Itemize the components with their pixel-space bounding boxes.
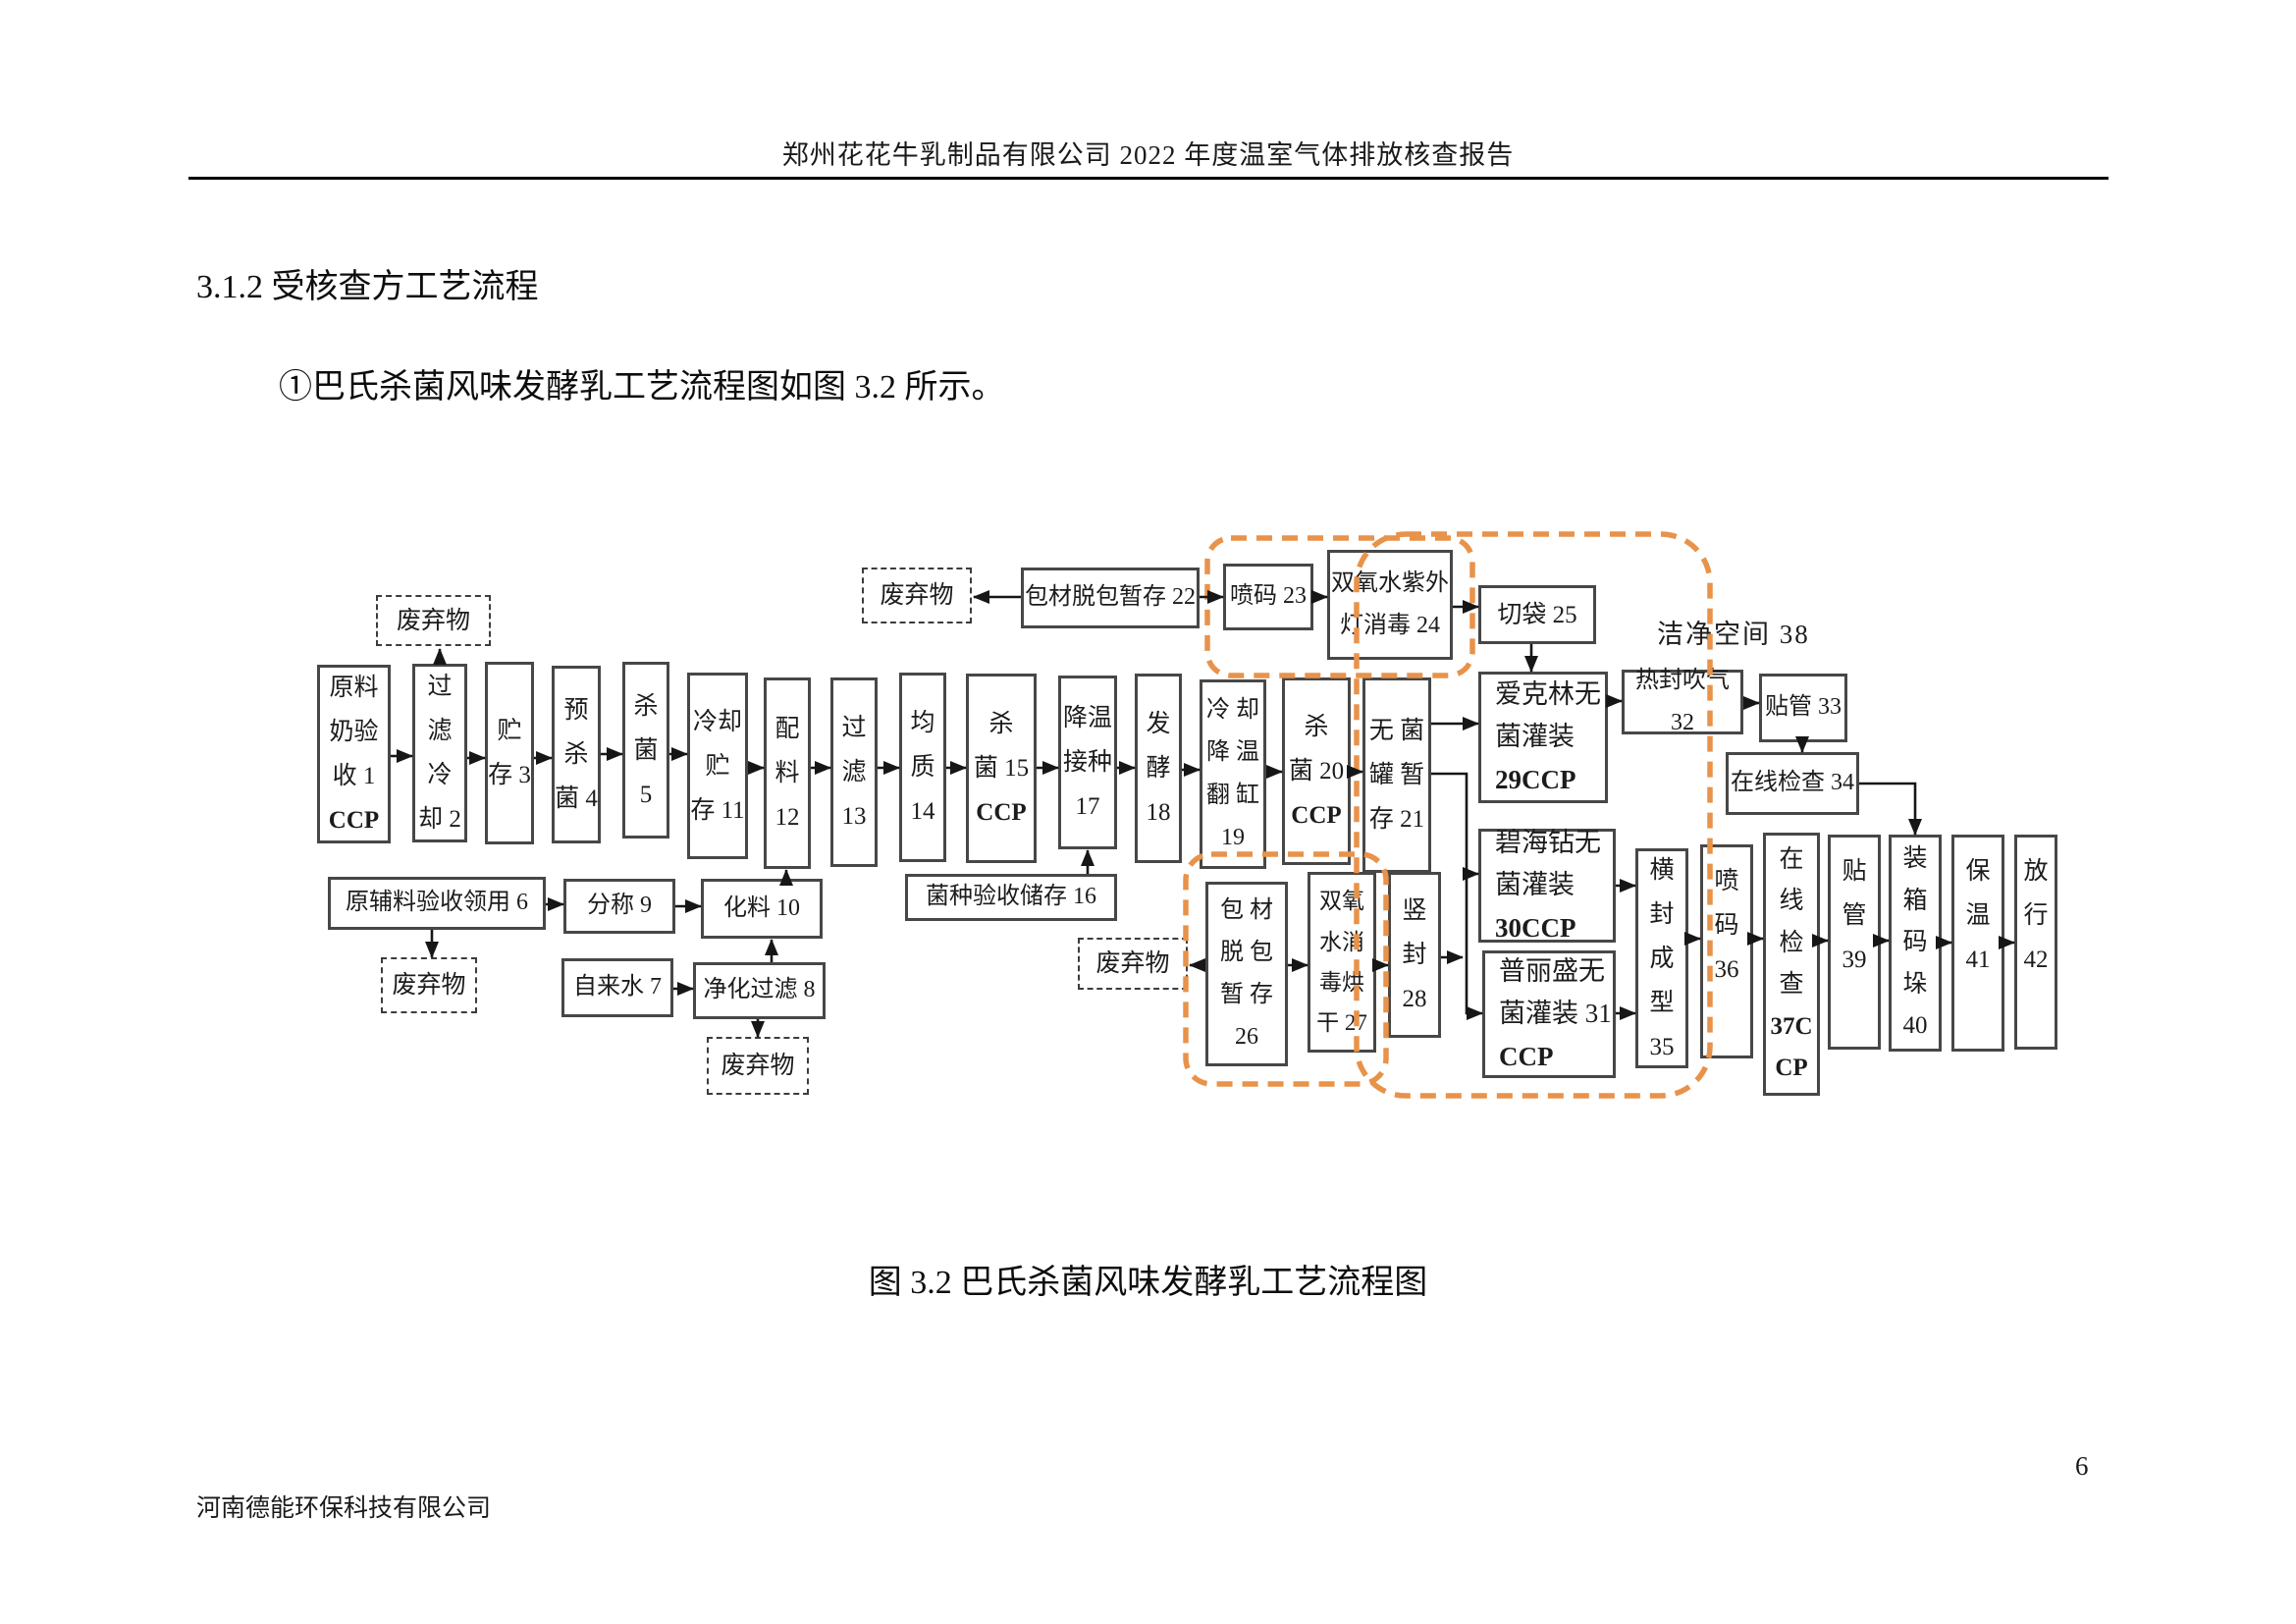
box-2-filter-cooling: 过滤冷却 2: [412, 664, 467, 842]
section-heading: 3.1.2 受核查方工艺流程: [196, 269, 539, 305]
page-number: 6: [2075, 1451, 2089, 1481]
box-33-straw-attach: 贴管 33: [1759, 674, 1847, 742]
waste-box-top-left: 废弃物: [376, 595, 491, 646]
box-10-material-dissolving: 化料 10: [701, 879, 823, 939]
waste-box-top-mid: 废弃物: [862, 568, 972, 623]
box-3-storage: 贮存 3: [485, 662, 534, 844]
box-22-packaging-unpacking-storage: 包材脱包暂存 22: [1021, 568, 1200, 628]
figure-caption: 图 3.2 巴氏杀菌风味发酵乳工艺流程图: [868, 1265, 1428, 1301]
box-6-ingredient-acceptance-issue: 原辅料验收领用 6: [328, 877, 546, 930]
header-rule: [188, 177, 2109, 180]
waste-box-lower-mid: 废弃物: [707, 1037, 809, 1095]
box-8-purification-filtering: 净化过滤 8: [693, 962, 826, 1019]
clean-room-38-label: 洁净空间 38: [1657, 620, 1810, 649]
box-4-pre-sterilization: 预杀菌 4: [552, 666, 601, 843]
intro-paragraph: ①巴氏杀菌风味发酵乳工艺流程图如图 3.2 所示。: [279, 369, 1005, 406]
box-11-cooling-storage: 冷却贮存 11: [687, 673, 748, 859]
waste-box-lower-left: 废弃物: [381, 957, 477, 1013]
waste-box-lower-right: 废弃物: [1078, 938, 1188, 990]
box-27-h2o2-disinfect-dry: 双氧水消毒烘干 27: [1308, 872, 1376, 1053]
box-32-heat-seal-air-blow: 热封吹气 32: [1622, 668, 1743, 735]
box-25-bag-cutting: 切袋 25: [1478, 585, 1596, 644]
footer-company: 河南德能环保科技有限公司: [196, 1495, 492, 1522]
page-header-title: 郑州花花牛乳制品有限公司 2022 年度温室气体排放核查报告: [781, 140, 1515, 170]
box-9-weighing: 分称 9: [563, 879, 675, 934]
box-16-culture-acceptance-storage: 菌种验收储存 16: [905, 874, 1117, 921]
box-21-aseptic-tank-holding: 无 菌罐 暂存 21: [1362, 677, 1431, 873]
box-23-inkjet-coding: 喷码 23: [1223, 564, 1313, 630]
box-7-tap-water: 自来水 7: [561, 958, 673, 1017]
box-34-online-inspection: 在线检查 34: [1726, 752, 1859, 815]
box-24-h2o2-uv-disinfection: 双氧水紫外灯消毒 24: [1327, 550, 1453, 660]
box-5-sterilization: 杀菌 5: [622, 662, 669, 839]
